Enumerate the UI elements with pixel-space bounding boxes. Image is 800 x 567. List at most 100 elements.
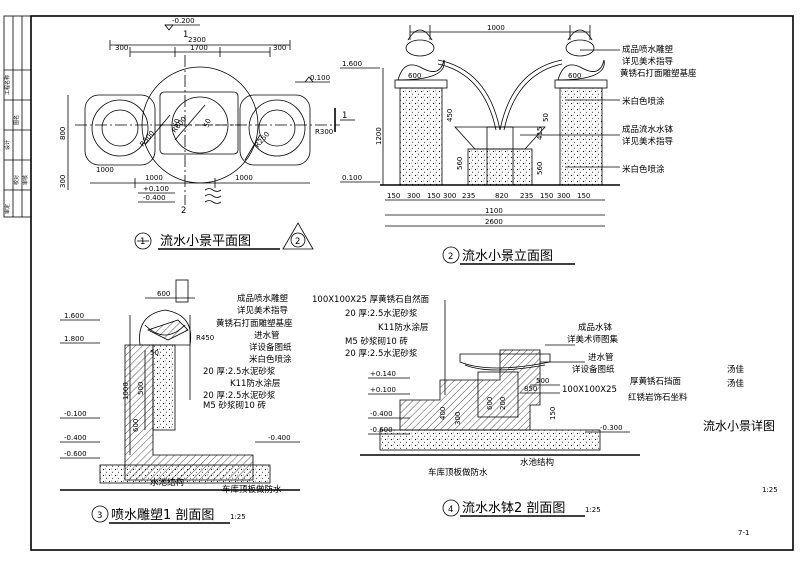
elev-dim: 235 bbox=[462, 192, 475, 200]
s2-note: 进水管 bbox=[588, 352, 614, 363]
tb-cell: 审核 bbox=[22, 175, 29, 185]
plan-dim: 2300 bbox=[188, 36, 206, 44]
s1-level: -0.400 bbox=[268, 434, 291, 442]
plan-axis-label: 1 bbox=[342, 111, 347, 121]
elev-note: 成品流水水钵 bbox=[622, 124, 674, 135]
elev-marker: 2 bbox=[448, 252, 453, 262]
s1-dim: R450 bbox=[196, 334, 214, 342]
title-block-labels: 工程名称 图名 设计 校对 审核 审定 bbox=[4, 75, 29, 214]
s2-dim: 600 bbox=[486, 397, 494, 410]
plan-marker: 1 bbox=[140, 237, 145, 247]
s2-note: 厚黄锈石挡面 bbox=[630, 376, 682, 387]
sheet-border bbox=[30, 15, 794, 551]
s2-note: 100X100X25 厚黄锈石自然面 bbox=[312, 294, 430, 305]
tb-cell: 校对 bbox=[13, 175, 20, 185]
s1-level: 1.800 bbox=[64, 335, 84, 343]
elev-note: 米白色喷涂 bbox=[622, 164, 665, 175]
s1-level: -0.400 bbox=[64, 434, 87, 442]
plan-dim: 300 bbox=[59, 175, 67, 188]
s2-note: 详美术师图集 bbox=[567, 334, 619, 345]
s2-level: +0.140 bbox=[370, 370, 396, 378]
s2-bottom-note: 水池结构 bbox=[520, 457, 554, 468]
tb-cell: 审定 bbox=[4, 204, 11, 214]
elev-dim: 235 bbox=[520, 192, 533, 200]
s1-note: K11防水涂层 bbox=[230, 378, 280, 389]
elev-dim: 820 bbox=[495, 192, 508, 200]
s2-marker: 4 bbox=[448, 505, 453, 515]
plan-dim: 1700 bbox=[190, 44, 208, 52]
elev-dim: 150 bbox=[427, 192, 440, 200]
plan-elev-bottom: +0.100 bbox=[143, 185, 169, 193]
s2-note: K11防水涂层 bbox=[378, 322, 428, 333]
s1-level: -0.600 bbox=[64, 450, 87, 458]
elev-dim: 560 bbox=[456, 157, 464, 170]
s2-note: 红锈岩饰石坐料 bbox=[628, 392, 688, 403]
signature: 汤佳 bbox=[727, 378, 745, 389]
plan-dim: 50 bbox=[171, 118, 182, 129]
signature: 汤佳 bbox=[727, 364, 745, 375]
elev-title: 流水小景立面图 bbox=[462, 249, 553, 264]
s2-level: -0.400 bbox=[370, 410, 393, 418]
plan-axis-label: 2 bbox=[181, 206, 186, 216]
elev-dim: 150 bbox=[387, 192, 400, 200]
elev-dim: 50 bbox=[542, 113, 550, 122]
s1-level: -0.100 bbox=[64, 410, 87, 418]
plan-dim: 1000 bbox=[145, 174, 163, 182]
section1-view: 600 R450 500 1000 600 50 1.600 1.800 -0.… bbox=[60, 279, 300, 524]
plan-section-marker: 2 bbox=[295, 237, 300, 247]
s2-level: -0.300 bbox=[600, 424, 623, 432]
elev-dim: 1000 bbox=[487, 24, 505, 32]
sheet-scale: 1:25 bbox=[762, 486, 778, 494]
s2-dim: 500 bbox=[536, 377, 549, 385]
s2-bottom-note: 车库顶板做防水 bbox=[428, 467, 488, 478]
s2-note: 成品水钵 bbox=[578, 322, 613, 333]
plan-title: 流水小景平面图 bbox=[160, 234, 251, 249]
elev-note: 详见美术指导 bbox=[622, 56, 674, 67]
elev-dim: 600 bbox=[408, 72, 421, 80]
s1-dim: 50 bbox=[150, 349, 159, 357]
plan-elev-bottom: -0.400 bbox=[143, 194, 166, 202]
s1-note: 进水管 bbox=[254, 330, 280, 341]
s2-dim: 400 bbox=[439, 407, 447, 420]
elev-dim: 450 bbox=[446, 109, 454, 122]
elev-dim: 150 bbox=[540, 192, 553, 200]
elev-level: 1.600 bbox=[342, 60, 362, 68]
elev-note: 黄锈石打面雕塑基座 bbox=[620, 68, 697, 79]
s2-title: 流水水钵2 剖面图 bbox=[462, 501, 565, 516]
elev-note: 米白色喷涂 bbox=[622, 96, 665, 107]
s2-scale: 1:25 bbox=[585, 506, 601, 514]
s1-dim: 600 bbox=[157, 290, 170, 298]
plan-dim: 50 bbox=[202, 118, 213, 129]
plan-dim: R250 bbox=[253, 130, 271, 149]
s1-note: 米白色喷涂 bbox=[249, 354, 292, 365]
s1-dim: 600 bbox=[132, 419, 140, 432]
s1-note: 成品喷水雕塑 bbox=[237, 293, 289, 304]
s2-note: M5 砂浆砌10 砖 bbox=[345, 336, 408, 347]
elev-dim: 415 bbox=[536, 127, 544, 140]
drawing-title: 流水小景详图 bbox=[703, 418, 775, 433]
s2-dim: 150 bbox=[549, 407, 557, 420]
s1-scale: 1:25 bbox=[230, 513, 246, 521]
s1-bottom-note: 水池结构 bbox=[150, 477, 184, 488]
s2-dim: 850 bbox=[524, 385, 537, 393]
elev-dim: 600 bbox=[568, 72, 581, 80]
plan-dim: R300 bbox=[138, 129, 156, 148]
s2-note: 20 厚:2.5水泥砂浆 bbox=[345, 348, 418, 359]
s2-level: +0.100 bbox=[370, 386, 396, 394]
tb-cell: 工程名称 bbox=[4, 75, 11, 95]
elev-dim: 300 bbox=[557, 192, 570, 200]
plan-elev-right: 0.100 bbox=[310, 74, 330, 82]
tb-cell: 图名 bbox=[13, 115, 20, 125]
section2-view: 600 200 500 850 400 300 150 +0.140 +0.10… bbox=[312, 294, 688, 517]
s1-note: 20 厚:2.5水泥砂浆 bbox=[203, 390, 276, 401]
plan-dim: 300 bbox=[115, 44, 128, 52]
s1-notes: 成品喷水雕塑 详见美术指导 黄锈石打面雕塑基座 进水管 详设备图纸 米白色喷涂 … bbox=[203, 293, 293, 411]
plan-dim: 800 bbox=[59, 127, 67, 140]
elevation-view: 1000 600 600 1.600 0.100 1200 450 560 41… bbox=[340, 24, 697, 265]
elev-note: 详见美术指导 bbox=[622, 136, 674, 147]
elev-note: 成品喷水雕塑 bbox=[622, 44, 674, 55]
plan-axis-label: 1 bbox=[183, 30, 188, 40]
elev-dim: 1100 bbox=[485, 207, 503, 215]
s1-note: 20 厚:2.5水泥砂浆 bbox=[203, 366, 276, 377]
